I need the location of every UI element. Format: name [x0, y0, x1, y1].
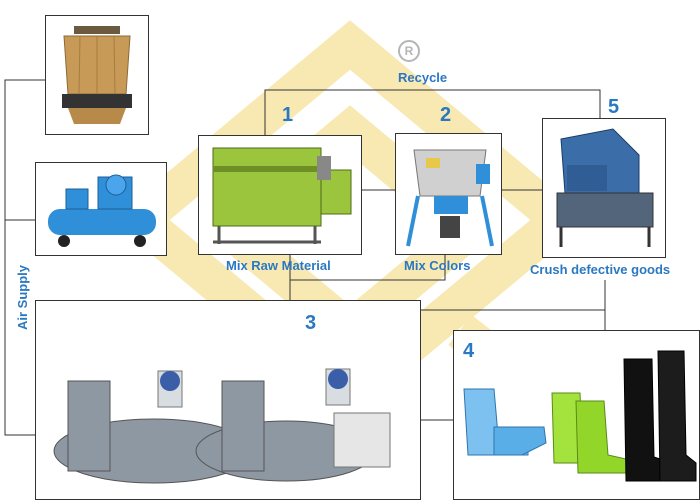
- mix-raw-material-label: Mix Raw Material: [226, 258, 331, 273]
- step-5-number: 5: [608, 96, 620, 118]
- step-2-number: 2: [440, 104, 452, 126]
- step-4-number: 4: [463, 340, 475, 362]
- cooling-tower-panel: [45, 15, 149, 135]
- cooling-tower-icon: [62, 26, 132, 124]
- recycle-label: Recycle: [398, 70, 448, 85]
- injection-machine-icon: [53, 368, 391, 484]
- crusher-machine-icon: [556, 128, 654, 247]
- boots-panel: [453, 330, 700, 500]
- rain-boots-icon: [463, 350, 697, 482]
- injection-machine-panel: [35, 300, 421, 500]
- air-supply-label: Air Supply: [15, 264, 31, 331]
- air-compressor-icon: [48, 174, 156, 247]
- registered-mark: R: [398, 40, 420, 62]
- mixer-machine-icon: [212, 147, 352, 244]
- air-compressor-panel: [35, 162, 167, 256]
- crush-defective-goods-label: Crush defective goods: [530, 262, 671, 277]
- color-mixer-panel: [395, 133, 502, 255]
- step-3-number: 3: [305, 312, 317, 334]
- mix-colors-label: Mix Colors: [404, 258, 471, 273]
- mixer-panel: [198, 135, 362, 255]
- color-mixer-icon: [406, 149, 494, 247]
- crusher-panel: [542, 118, 666, 258]
- step-1-number: 1: [282, 104, 294, 126]
